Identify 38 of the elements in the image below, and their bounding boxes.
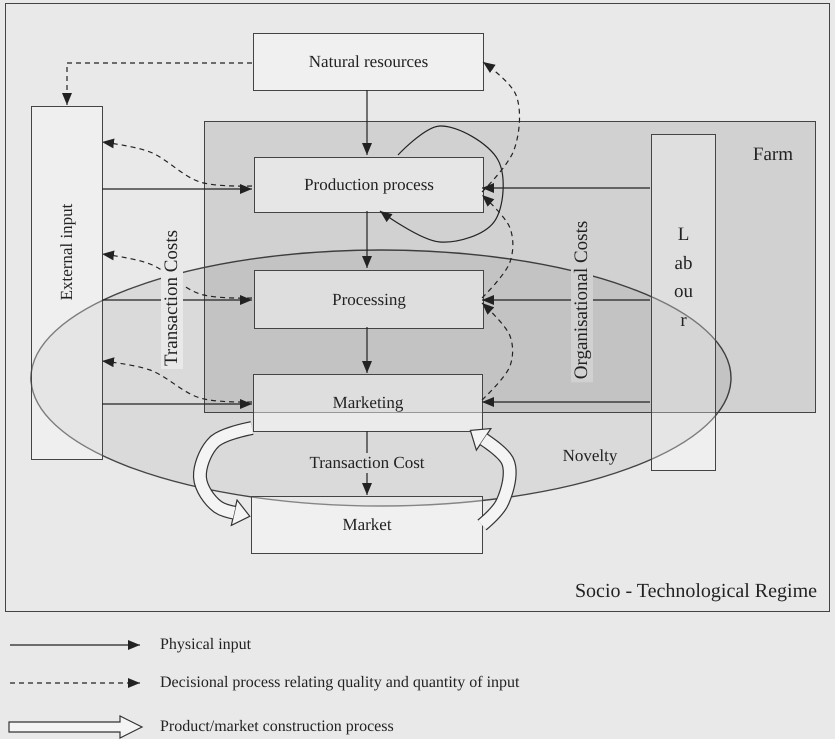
node-label: External input bbox=[57, 204, 77, 300]
node-label: Processing bbox=[332, 290, 406, 310]
labour-box bbox=[651, 134, 716, 471]
node-label: Production process bbox=[304, 175, 434, 195]
loop-arrow bbox=[380, 125, 504, 243]
arrow bbox=[362, 211, 372, 268]
node-label: Labour bbox=[674, 223, 693, 332]
node-label: Socio - Technological Regime bbox=[574, 580, 817, 603]
legend-label: Product/market construction process bbox=[160, 718, 394, 736]
dashed-arrow bbox=[482, 62, 520, 192]
input-box bbox=[31, 106, 103, 460]
node-label: Farm bbox=[752, 144, 793, 166]
process-box bbox=[254, 157, 484, 213]
arrow bbox=[482, 183, 650, 193]
arrow bbox=[482, 397, 650, 407]
node-label: Natural resources bbox=[308, 52, 428, 72]
farm-region bbox=[204, 121, 816, 413]
process-box bbox=[253, 374, 483, 432]
dashed-arrow bbox=[482, 194, 514, 298]
process-box bbox=[253, 33, 484, 91]
process-box bbox=[254, 270, 484, 329]
arrow bbox=[362, 90, 372, 155]
process-box bbox=[251, 496, 483, 554]
arrow bbox=[362, 327, 372, 373]
arrow bbox=[102, 399, 252, 409]
dashed-arrow bbox=[62, 62, 252, 105]
region-label: Novelty bbox=[562, 446, 618, 466]
dashed-arrow bbox=[102, 357, 252, 403]
arrow bbox=[482, 295, 650, 305]
edge-label: Transaction Cost bbox=[307, 453, 427, 473]
node-label: Marketing bbox=[332, 393, 404, 413]
dashed-arrow bbox=[482, 302, 514, 400]
legend-label: Physical input bbox=[160, 636, 252, 654]
node-label: Market bbox=[342, 515, 392, 535]
regime-frame bbox=[5, 3, 830, 612]
legend-label: Decisional process relating quality and quantity of input bbox=[160, 674, 520, 692]
dashed-arrow bbox=[102, 138, 252, 187]
arrow bbox=[102, 184, 252, 194]
